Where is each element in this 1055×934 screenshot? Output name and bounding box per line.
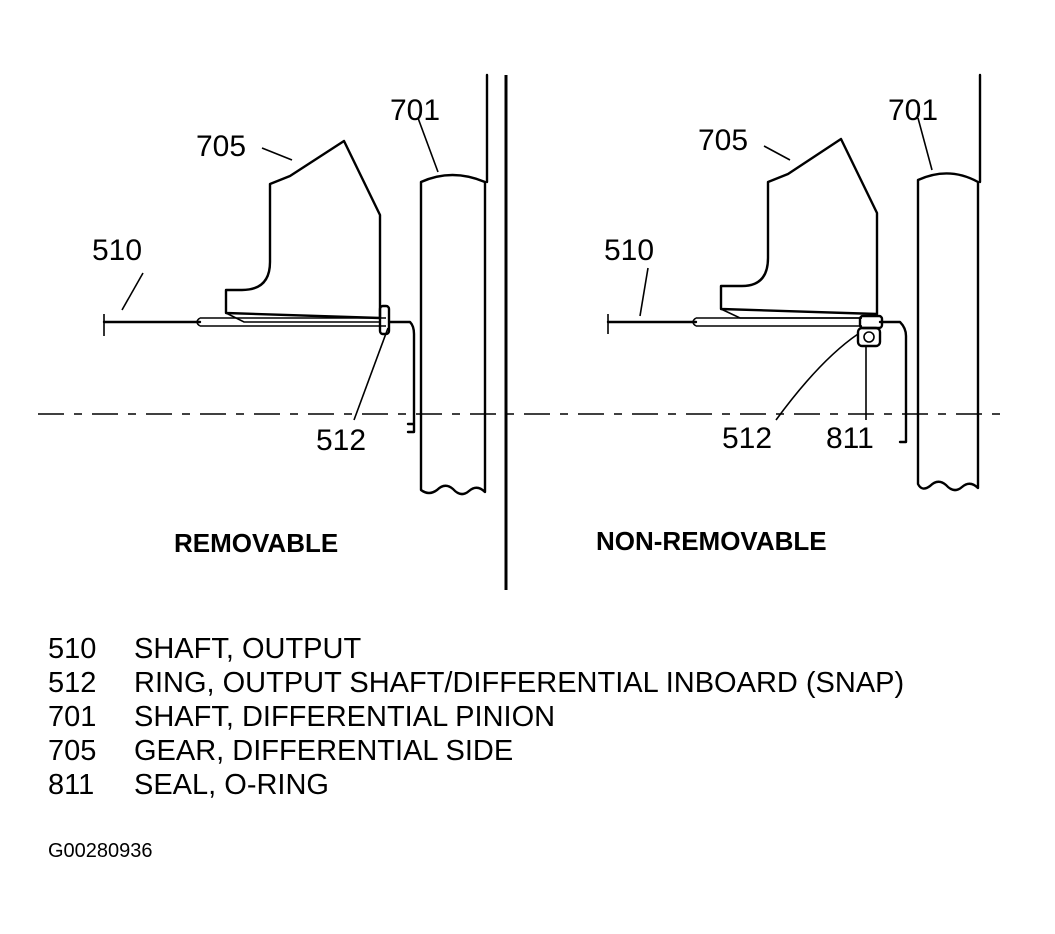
- callout-701: 701: [888, 94, 938, 127]
- legend-row: 510 SHAFT, OUTPUT: [48, 632, 904, 666]
- callout-510: 510: [92, 234, 142, 267]
- leader-512: [353, 327, 389, 421]
- leader-701: [917, 117, 933, 171]
- legend-row: 512 RING, OUTPUT SHAFT/DIFFERENTIAL INBO…: [48, 666, 904, 700]
- panel-non-removable: 510 705 701 512 811 NON-REMOVABLE: [596, 73, 982, 556]
- pinion-shaft-701: [419, 173, 487, 496]
- legend-number: 510: [48, 633, 97, 665]
- legend-row: 811 SEAL, O-RING: [48, 768, 904, 802]
- legend-number: 705: [48, 735, 97, 767]
- legend-description: SEAL, O-RING: [134, 769, 329, 801]
- callout-811: 811: [826, 422, 874, 455]
- callout-705: 705: [698, 124, 748, 157]
- parts-legend: 510 SHAFT, OUTPUT 512 RING, OUTPUT SHAFT…: [48, 632, 904, 802]
- leader-510: [121, 272, 144, 311]
- leader-512: [775, 333, 859, 421]
- side-gear-705: [719, 137, 879, 316]
- output-shaft-510-spline: [692, 317, 862, 327]
- snap-ring-512: [858, 314, 884, 330]
- caption-non-removable: NON-REMOVABLE: [596, 526, 827, 556]
- leader-705: [763, 145, 791, 161]
- callout-512: 512: [316, 424, 366, 457]
- snap-ring-512: [378, 304, 391, 336]
- legend-number: 811: [48, 769, 95, 801]
- panel-removable: 510 705 701 512 REMOVABLE: [92, 73, 489, 558]
- leader-705: [261, 147, 293, 161]
- legend-row: 705 GEAR, DIFFERENTIAL SIDE: [48, 734, 904, 768]
- seal-o-ring-811: [856, 326, 882, 348]
- legend-description: SHAFT, DIFFERENTIAL PINION: [134, 701, 556, 733]
- legend-description: GEAR, DIFFERENTIAL SIDE: [134, 735, 514, 767]
- output-shaft-510-end: [388, 320, 416, 434]
- legend-description: SHAFT, OUTPUT: [134, 633, 362, 665]
- output-shaft-510-end: [878, 320, 908, 444]
- legend-row: 701 SHAFT, DIFFERENTIAL PINION: [48, 700, 904, 734]
- side-gear-705: [224, 139, 382, 320]
- side-gear-705-hub: [225, 312, 380, 323]
- figure-id: G00280936: [48, 840, 153, 862]
- caption-removable: REMOVABLE: [174, 528, 338, 558]
- seal-o-ring-811-section: [863, 331, 875, 343]
- callout-512: 512: [722, 422, 772, 455]
- leader-510: [639, 267, 649, 317]
- callout-510: 510: [604, 234, 654, 267]
- callout-701: 701: [390, 94, 440, 127]
- leader-701: [417, 117, 439, 173]
- legend-number: 512: [48, 667, 97, 699]
- pinion-shaft-701: [916, 172, 980, 492]
- callout-705: 705: [196, 130, 246, 163]
- legend-number: 701: [48, 701, 97, 733]
- legend-description: RING, OUTPUT SHAFT/DIFFERENTIAL INBOARD …: [134, 667, 905, 699]
- output-shaft-510-spline: [196, 317, 386, 327]
